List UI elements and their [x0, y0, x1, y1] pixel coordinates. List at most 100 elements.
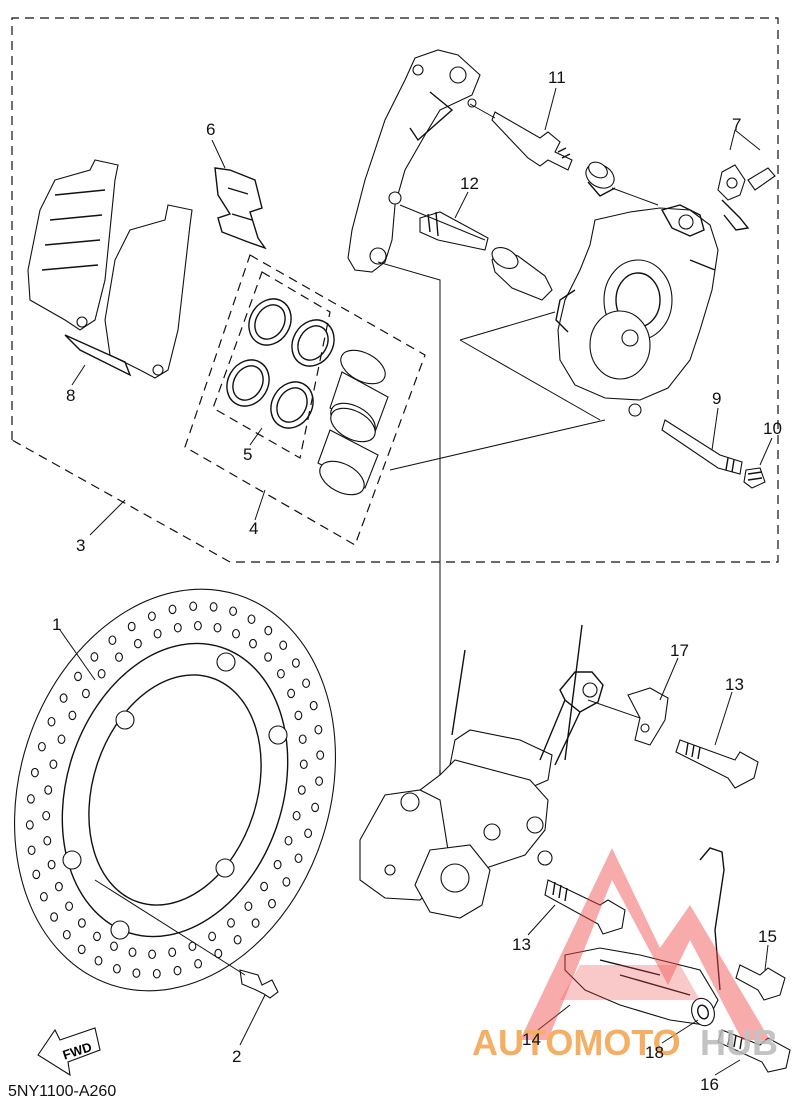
caliper-body	[555, 204, 719, 417]
disc-drill-hole	[147, 611, 156, 621]
label-7: 7	[732, 115, 741, 134]
disc-drill-hole	[90, 652, 99, 662]
disc-drill-hole	[49, 759, 58, 770]
label-3: 3	[76, 536, 85, 555]
disc-drill-hole	[57, 734, 66, 745]
disc-drill-hole	[81, 688, 90, 699]
disc-drill-hole	[39, 892, 48, 902]
label-6: 6	[206, 120, 215, 139]
brake-disc	[14, 588, 336, 992]
label-16: 16	[700, 1075, 719, 1094]
disc-drill-hole	[297, 785, 306, 795]
disc-drill-hole	[153, 628, 162, 639]
label-2: 2	[232, 1047, 241, 1066]
fwd-arrow: FWD	[37, 1027, 101, 1077]
disc-drill-hole	[294, 710, 303, 721]
disc-drill-holes	[25, 601, 325, 979]
disc-drill-hole	[193, 620, 202, 631]
disc-drill-hole	[127, 621, 136, 632]
label-4: 4	[249, 519, 258, 538]
disc-drill-hole	[268, 898, 276, 909]
disc-drill-hole	[279, 640, 288, 651]
disc-drill-hole	[133, 638, 142, 649]
disc-drill-hole	[316, 750, 325, 760]
disc-drill-hole	[110, 941, 118, 952]
pin-boot	[585, 161, 616, 197]
watermark-text-right: HUB	[700, 1022, 778, 1063]
disc-mount-holes	[62, 652, 288, 940]
disc-drill-hole	[115, 652, 123, 662]
disc-drill-hole	[314, 724, 323, 735]
disc-drill-hole	[42, 810, 51, 821]
disc-drill-hole	[287, 688, 296, 699]
seal-kit-boundary	[184, 254, 426, 546]
label-15: 15	[758, 927, 777, 946]
disc-drill-hole	[251, 918, 260, 928]
bleed-valve	[717, 164, 776, 231]
disc-drill-hole	[232, 628, 240, 639]
disc-drill-hole	[299, 759, 308, 770]
disc-drill-hole	[276, 669, 285, 679]
bolt-13-lower	[544, 879, 626, 935]
disc-drill-hole	[213, 622, 222, 633]
disc-drill-hole	[168, 604, 177, 615]
label-17: 17	[670, 641, 689, 660]
disc-drill-hole	[294, 853, 303, 864]
disc-drill-hole	[233, 935, 242, 945]
disc-drill-hole	[249, 638, 257, 649]
disc-drill-hole	[292, 810, 301, 821]
disc-drill-hole	[209, 602, 218, 612]
watermark-logo-icon	[520, 848, 770, 1040]
label-8: 8	[66, 386, 75, 405]
disc-drill-hole	[62, 929, 71, 940]
disc-drill-hole	[264, 652, 273, 662]
label-leaders	[59, 87, 773, 1076]
disc-drill-hole	[112, 964, 121, 974]
disc-drill-hole	[37, 741, 46, 752]
disc-drill-hole	[173, 965, 182, 976]
disc-drill-hole	[264, 625, 273, 636]
disc-drill-hole	[302, 678, 311, 688]
disc-drill-hole	[54, 881, 63, 892]
fork-leg	[359, 624, 604, 919]
plug	[743, 467, 766, 489]
bolt-13-upper	[675, 739, 759, 789]
disc-drill-hole	[93, 931, 101, 942]
label-18: 18	[645, 1043, 664, 1062]
disc-drill-hole	[194, 959, 203, 969]
assembly-lines	[377, 103, 659, 808]
disc-drill-hole	[173, 622, 182, 633]
pin-bolt-11	[491, 111, 573, 171]
piston-seals	[226, 298, 335, 429]
label-13-upper: 13	[725, 675, 744, 694]
disc-drill-hole	[273, 859, 282, 870]
disc-screw	[94, 879, 279, 999]
disc-drill-hole	[152, 968, 161, 979]
disc-drill-hole	[32, 869, 41, 880]
pad-pin	[661, 419, 743, 475]
bolt-15	[735, 964, 786, 1001]
caliper-assembly-boundary	[11, 17, 779, 563]
disc-drill-hole	[260, 881, 269, 892]
disc-drill-hole	[77, 944, 86, 955]
disc-drill-hole	[44, 785, 53, 795]
watermark-text-left: AUTOMOTO	[472, 1022, 681, 1063]
disc-drill-hole	[148, 949, 157, 960]
caliper-pistons	[317, 349, 389, 496]
disc-drill-hole	[227, 918, 235, 928]
watermark: AUTOMOTO HUB	[472, 848, 778, 1063]
disc-drill-hole	[27, 845, 36, 856]
part-labels: 1 2 3 4 5 6 7 8 9 10 11 12 13 13 14 15 1…	[52, 68, 782, 1094]
disc-drill-hole	[68, 710, 77, 721]
brake-pads	[27, 159, 193, 379]
disc-drill-hole	[25, 820, 34, 830]
bracket-17	[627, 687, 669, 746]
label-5: 5	[243, 445, 252, 464]
disc-drill-hole	[298, 734, 307, 744]
disc-drill-hole	[168, 947, 177, 958]
label-9: 9	[712, 389, 721, 408]
disc-drill-hole	[132, 968, 141, 978]
label-1: 1	[52, 615, 61, 634]
disc-drill-hole	[97, 669, 106, 679]
disc-drill-hole	[108, 635, 117, 645]
